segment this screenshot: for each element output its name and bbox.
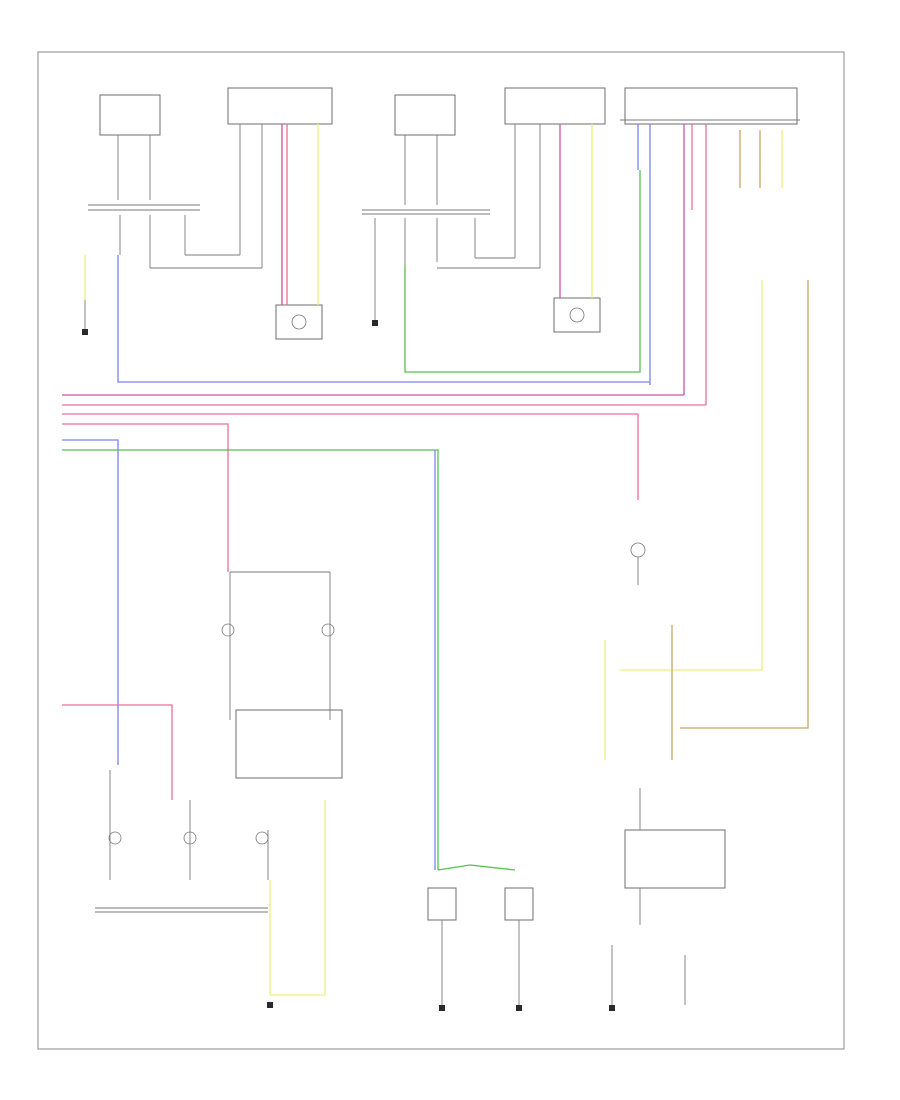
module-rear-right-window bbox=[394, 94, 456, 136]
module-rear-left-window bbox=[99, 94, 161, 136]
module-front-left-door bbox=[227, 87, 333, 125]
right-side-long-wires bbox=[604, 280, 809, 760]
right-front-window-motor bbox=[553, 297, 601, 333]
module-front-right-door bbox=[504, 87, 606, 125]
diagram-frame bbox=[37, 51, 845, 1050]
main-module-pins bbox=[620, 119, 800, 405]
bottom-ground-right bbox=[609, 945, 686, 1011]
door-module-right-lower bbox=[437, 864, 534, 1011]
left-module-gray-wires bbox=[117, 124, 263, 269]
left-lamp-bank bbox=[62, 704, 269, 913]
left-front-window-motor bbox=[275, 304, 323, 340]
license-lamp-assembly bbox=[624, 788, 726, 925]
ground-right-upper bbox=[372, 255, 378, 326]
connector-strip-left bbox=[88, 204, 200, 211]
bus-routing-upper bbox=[117, 170, 650, 383]
right-module-gray-wires bbox=[374, 124, 541, 269]
ground-left-upper bbox=[82, 255, 88, 335]
bottom-ground-center bbox=[267, 800, 326, 1008]
door-module-left-lower bbox=[427, 887, 457, 1011]
connector-strip-right bbox=[362, 209, 490, 215]
center-lamp-switch-block bbox=[221, 480, 343, 779]
license-lamp bbox=[630, 542, 646, 585]
harness-bus bbox=[62, 394, 706, 870]
module-central-electrical bbox=[624, 87, 798, 125]
motor-wires bbox=[281, 124, 593, 305]
